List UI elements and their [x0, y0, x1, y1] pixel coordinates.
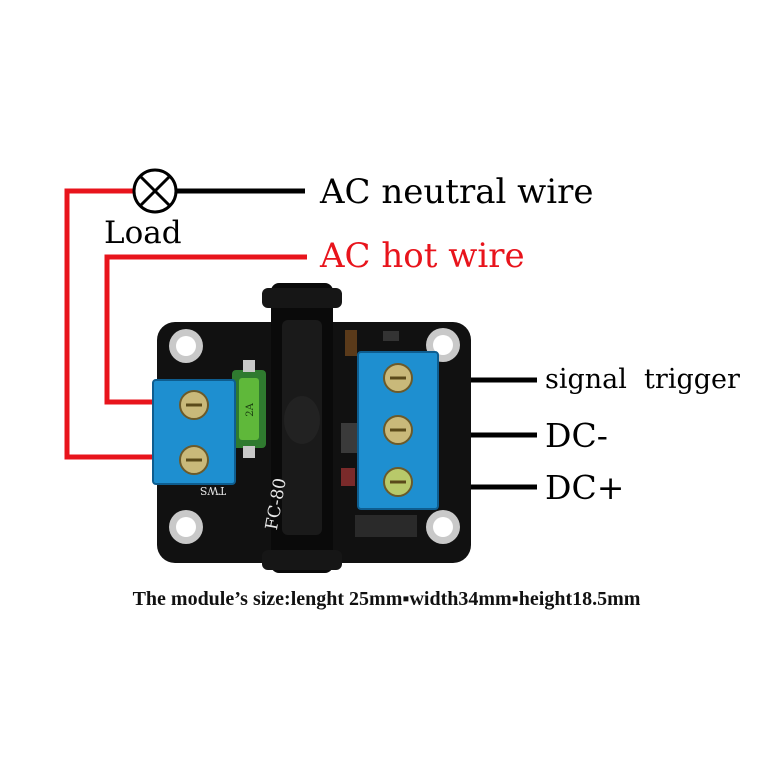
solid-state-relay: [262, 283, 342, 573]
dc-plus-label: DC+: [545, 468, 624, 507]
dc-minus-label: DC-: [545, 416, 608, 455]
module-size-caption: The module’s size:lenght 25mm▪width34mm▪…: [132, 588, 641, 610]
hot-wire-label: AC hot wire: [319, 236, 525, 276]
smd-component: [341, 423, 357, 453]
fuse-icon: 2A: [232, 360, 266, 458]
svg-text:2A: 2A: [245, 402, 256, 416]
relay-module: 2A FC-80 TWS: [152, 283, 471, 573]
neutral-wire-label: AC neutral wire: [319, 172, 594, 212]
ac-terminal-block: [152, 379, 236, 485]
signal-trigger-label: signal trigger: [545, 364, 740, 395]
dc-terminal-block: [357, 351, 439, 510]
model-label: TWS: [200, 484, 226, 497]
hot-wire-inner: [104, 254, 307, 405]
load-lamp-icon: [132, 168, 178, 214]
hot-wire-load-loop: [64, 188, 168, 460]
smd-component: [383, 331, 399, 341]
smd-component: [355, 515, 417, 537]
load-label: Load: [104, 215, 182, 251]
mounting-hole-icon: [426, 510, 460, 544]
mounting-hole-icon: [169, 329, 203, 363]
smd-component: [345, 330, 357, 356]
mounting-hole-icon: [169, 510, 203, 544]
led-indicator: [341, 468, 355, 486]
